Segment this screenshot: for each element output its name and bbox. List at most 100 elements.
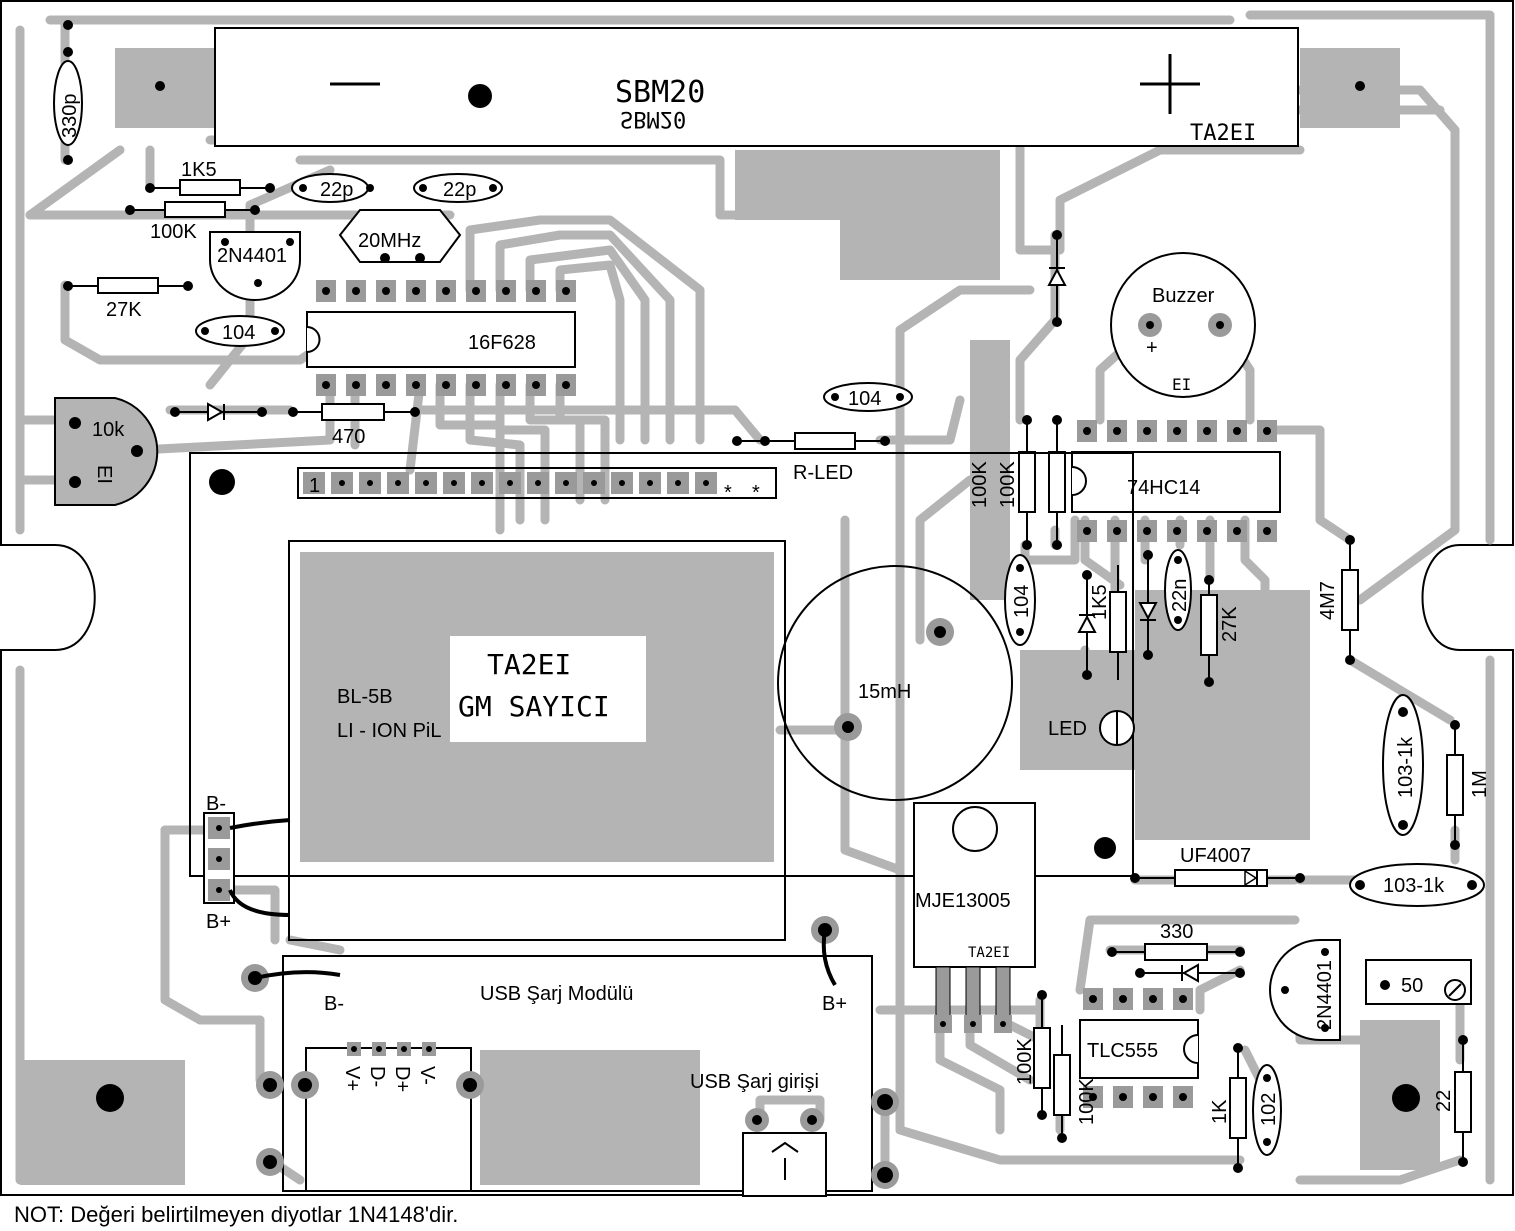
resistor-27k-left: 27K [63, 277, 193, 321]
capacitor-22n: 22n [1164, 549, 1192, 631]
svg-text:100K: 100K [1076, 1078, 1098, 1125]
inductor-15mh: 15mH [777, 565, 1013, 801]
svg-text:22p: 22p [443, 179, 476, 201]
svg-text:BL-5B: BL-5B [337, 686, 393, 708]
svg-text:2N4401: 2N4401 [217, 245, 287, 267]
buzzer-ei: EI [1172, 375, 1191, 394]
header-star2: * [752, 482, 760, 504]
svg-text:50: 50 [1401, 975, 1423, 997]
capacitor-104-v: 104 [1004, 554, 1036, 646]
header-star1: * [724, 482, 732, 504]
pot-ei-mark: EI [93, 465, 115, 484]
svg-text:R-LED: R-LED [793, 462, 853, 484]
sbm20-tube: SBM20 SBM20 TA2EI [115, 27, 1400, 147]
potentiometer-10k: 10k EI [54, 397, 159, 506]
resistor-1k: 1K [1209, 1043, 1247, 1173]
footnote: NOT: Değeri belirtilmeyen diyotlar 1N414… [14, 1202, 459, 1227]
usb-charge-module: USB Şarj Modülü B- B+ V+ D- D+ V- USB Şa… [241, 916, 899, 1197]
svg-text:100K: 100K [969, 461, 991, 508]
transistor-2n4401-a: 2N4401 [209, 231, 301, 301]
author-small: TA2EI [968, 945, 1010, 961]
module-outline [189, 452, 1134, 877]
svg-text:LED: LED [1048, 718, 1087, 740]
svg-text:27K: 27K [106, 299, 142, 321]
capacitor-22p-b: 22p [413, 173, 503, 203]
led: LED [1048, 710, 1135, 746]
svg-text:100K: 100K [997, 461, 1019, 508]
resistor-27k-v: 27K [1200, 575, 1241, 687]
buzzer: Buzzer + EI [1110, 252, 1256, 398]
svg-text:UF4007: UF4007 [1180, 845, 1251, 867]
svg-text:1K: 1K [1209, 1099, 1231, 1124]
capacitor-103-1k-v: 103-1k [1382, 694, 1424, 836]
battery-bl5b: TA2EI GM SAYICI BL-5B LI - ION PiL [288, 540, 786, 941]
svg-text:22: 22 [1433, 1090, 1455, 1112]
capacitor-330p: 330p [53, 20, 83, 165]
svg-text:15mH: 15mH [858, 681, 911, 703]
watermark-line1: TA2EI [487, 648, 571, 681]
svg-text:1M: 1M [1469, 770, 1491, 798]
capacitor-103-1k-h: 103-1k [1349, 863, 1485, 907]
svg-text:2N4401: 2N4401 [1314, 960, 1336, 1030]
svg-text:330: 330 [1160, 921, 1193, 943]
diode-uf4007: UF4007 [1130, 845, 1305, 887]
svg-text:LI - ION PiL: LI - ION PiL [337, 720, 441, 742]
resistor-1k5: 1K5 [145, 159, 275, 196]
transistor-mje13005: MJE13005 TA2EI [913, 802, 1036, 1033]
svg-text:USB Şarj Modülü: USB Şarj Modülü [480, 983, 633, 1005]
svg-text:20MHz: 20MHz [358, 230, 421, 252]
svg-text:104: 104 [1011, 585, 1033, 618]
svg-text:V+: V+ [341, 1066, 363, 1091]
svg-text:16F628: 16F628 [468, 332, 536, 354]
diode-v2 [1138, 550, 1158, 660]
capacitor-104-b: 104 [823, 382, 913, 412]
copper-planes [20, 150, 1440, 1185]
mcu-16f628: 16F628 [306, 311, 576, 368]
svg-text:MJE13005: MJE13005 [915, 890, 1011, 912]
resistor-100k-top: 100K [125, 201, 260, 243]
resistor-330: 330 [1107, 921, 1245, 961]
resistor-100k-b1: 100K [1014, 990, 1051, 1120]
resistor-1k5-v: 1K5 [1089, 565, 1127, 680]
svg-text:Buzzer: Buzzer [1152, 285, 1215, 307]
svg-text:100K: 100K [150, 221, 197, 243]
capacitor-22p-a: 22p [291, 173, 374, 203]
svg-text:B-: B- [324, 993, 344, 1015]
transistor-2n4401-b: 2N4401 [1269, 939, 1341, 1041]
capacitor-102: 102 [1252, 1064, 1282, 1156]
cap-330p-label: 330p [59, 94, 81, 139]
svg-text:D+: D+ [391, 1066, 413, 1092]
svg-text:USB Şarj girişi: USB Şarj girişi [690, 1071, 819, 1093]
svg-text:10k: 10k [92, 419, 125, 441]
svg-text:4M7: 4M7 [1317, 581, 1339, 620]
svg-text:100K: 100K [1014, 1038, 1036, 1085]
svg-text:27K: 27K [1219, 606, 1241, 642]
resistor-100k-v2: 100K [997, 415, 1066, 550]
crystal-20mhz: 20MHz [338, 209, 462, 263]
timer-tlc555: TLC555 [1079, 988, 1199, 1108]
resistor-r-led: R-LED [732, 432, 890, 484]
battery-connector: B- B+ [203, 793, 291, 933]
svg-text:B-: B- [206, 793, 226, 815]
resistor-1m: 1M [1446, 720, 1491, 850]
svg-text:22p: 22p [320, 179, 353, 201]
board-outline [0, 0, 1514, 1196]
svg-text:470: 470 [332, 426, 365, 448]
svg-text:74HC14: 74HC14 [1127, 477, 1200, 499]
svg-text:1K5: 1K5 [181, 159, 217, 181]
svg-text:B+: B+ [206, 911, 231, 933]
diode-v1 [1077, 570, 1097, 680]
svg-text:103-1k: 103-1k [1383, 875, 1445, 897]
svg-text:102: 102 [1258, 1093, 1280, 1126]
tube-label: SBM20 [615, 75, 705, 110]
header-pin1: 1 [309, 475, 320, 497]
ic-74hc14: 74HC14 [1071, 451, 1281, 513]
buzzer-plus: + [1146, 337, 1158, 359]
diode-left [170, 402, 267, 422]
resistor-4m7: 4M7 [1317, 535, 1359, 665]
diode-hv-top [1047, 230, 1067, 327]
svg-text:1K5: 1K5 [1089, 584, 1111, 620]
svg-text:TLC555: TLC555 [1087, 1040, 1158, 1062]
pin-header: 1 * * [297, 467, 777, 504]
